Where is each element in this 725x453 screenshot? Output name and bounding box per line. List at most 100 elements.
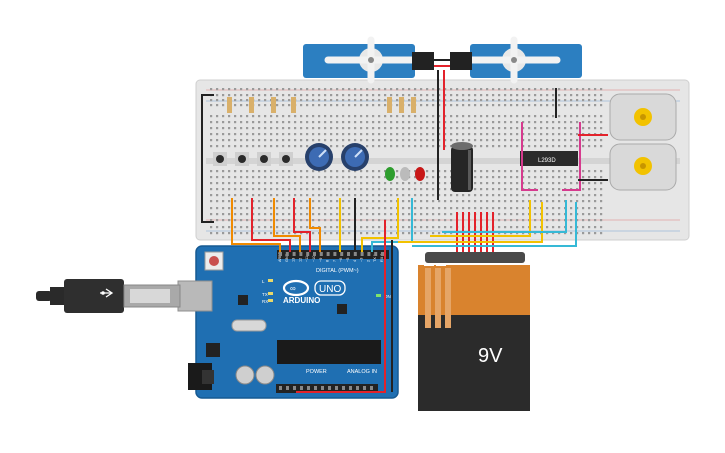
breadboard-hole	[588, 127, 591, 130]
breadboard-hole	[432, 219, 435, 222]
breadboard-hole	[252, 200, 255, 203]
breadboard-hole	[450, 194, 453, 197]
analog-pin	[286, 386, 289, 390]
breadboard-hole	[384, 182, 387, 185]
breadboard-hole	[210, 145, 213, 148]
breadboard-hole	[372, 219, 375, 222]
breadboard-hole	[402, 139, 405, 142]
breadboard-hole	[210, 104, 213, 107]
breadboard-hole	[546, 133, 549, 136]
breadboard-hole	[498, 194, 501, 197]
breadboard-hole	[408, 139, 411, 142]
breadboard-hole	[384, 133, 387, 136]
breadboard-hole	[582, 104, 585, 107]
breadboard-hole	[462, 139, 465, 142]
breadboard-hole	[426, 115, 429, 118]
breadboard-hole	[402, 194, 405, 197]
breadboard-hole	[540, 127, 543, 130]
led-red	[415, 167, 425, 181]
breadboard-hole	[360, 200, 363, 203]
breadboard-hole	[348, 182, 351, 185]
breadboard-hole	[384, 145, 387, 148]
breadboard-hole	[534, 176, 537, 179]
breadboard-hole	[414, 145, 417, 148]
breadboard-hole	[552, 133, 555, 136]
breadboard-hole	[444, 94, 447, 97]
breadboard-hole	[288, 232, 291, 235]
breadboard-hole	[240, 145, 243, 148]
breadboard-hole	[312, 232, 315, 235]
breadboard-hole	[588, 176, 591, 179]
breadboard-hole	[558, 133, 561, 136]
breadboard-hole	[594, 219, 597, 222]
breadboard-hole	[258, 99, 261, 102]
breadboard-hole	[438, 115, 441, 118]
breadboard-hole	[426, 213, 429, 216]
breadboard-hole	[558, 88, 561, 91]
breadboard-hole	[324, 133, 327, 136]
breadboard-hole	[318, 133, 321, 136]
breadboard-hole	[588, 226, 591, 229]
breadboard-hole	[324, 232, 327, 235]
breadboard-hole	[348, 213, 351, 216]
breadboard-hole	[234, 232, 237, 235]
breadboard-hole	[492, 99, 495, 102]
breadboard-hole	[240, 127, 243, 130]
breadboard-hole	[588, 170, 591, 173]
breadboard-hole	[504, 226, 507, 229]
breadboard-hole	[282, 176, 285, 179]
breadboard-hole	[420, 121, 423, 124]
breadboard-hole	[456, 133, 459, 136]
breadboard-hole	[474, 115, 477, 118]
breadboard-hole	[276, 133, 279, 136]
breadboard-hole	[324, 176, 327, 179]
breadboard-hole	[420, 219, 423, 222]
breadboard-hole	[330, 104, 333, 107]
breadboard-hole	[588, 121, 591, 124]
breadboard-hole	[414, 207, 417, 210]
breadboard-hole	[222, 219, 225, 222]
breadboard-hole	[576, 176, 579, 179]
breadboard-hole	[564, 121, 567, 124]
breadboard-hole	[396, 133, 399, 136]
breadboard-hole	[360, 170, 363, 173]
breadboard-hole	[216, 200, 219, 203]
breadboard-hole	[360, 139, 363, 142]
breadboard-hole	[402, 127, 405, 130]
breadboard-hole	[516, 94, 519, 97]
breadboard-hole	[552, 104, 555, 107]
breadboard-hole	[366, 207, 369, 210]
breadboard-hole	[576, 200, 579, 203]
breadboard-hole	[588, 94, 591, 97]
breadboard-hole	[330, 188, 333, 191]
breadboard-hole	[540, 200, 543, 203]
breadboard-hole	[528, 121, 531, 124]
breadboard-hole	[324, 213, 327, 216]
breadboard-hole	[270, 226, 273, 229]
breadboard-hole	[300, 94, 303, 97]
breadboard-hole	[342, 127, 345, 130]
breadboard-hole	[582, 213, 585, 216]
breadboard-hole	[426, 182, 429, 185]
breadboard-hole	[402, 94, 405, 97]
breadboard-hole	[600, 232, 603, 235]
breadboard-hole	[300, 145, 303, 148]
breadboard-hole	[264, 115, 267, 118]
breadboard-hole	[330, 133, 333, 136]
breadboard-hole	[408, 115, 411, 118]
breadboard-hole	[594, 226, 597, 229]
breadboard-hole	[510, 226, 513, 229]
digital-pin-label: RX 0	[380, 254, 384, 262]
breadboard-hole	[246, 219, 249, 222]
breadboard-hole	[216, 219, 219, 222]
breadboard-hole	[318, 176, 321, 179]
breadboard-hole	[498, 232, 501, 235]
breadboard-hole	[354, 182, 357, 185]
breadboard-hole	[474, 170, 477, 173]
breadboard-hole	[336, 145, 339, 148]
breadboard-hole	[306, 170, 309, 173]
breadboard-hole	[228, 232, 231, 235]
breadboard-hole	[210, 232, 213, 235]
breadboard-hole	[240, 232, 243, 235]
breadboard-hole	[354, 104, 357, 107]
